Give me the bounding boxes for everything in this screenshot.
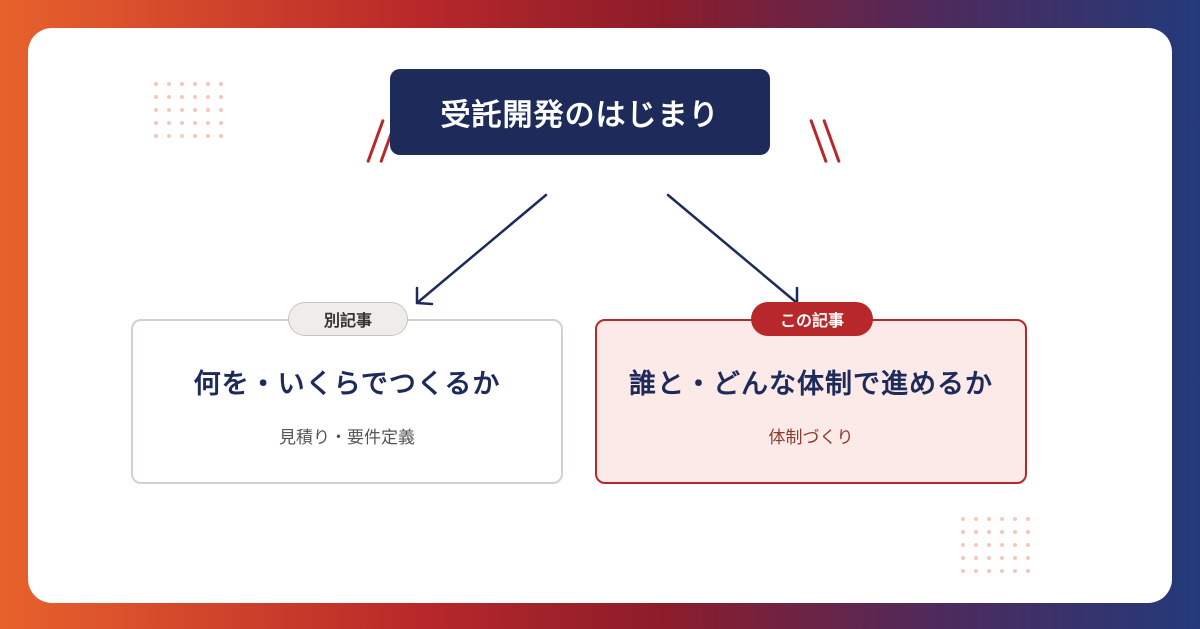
decorative-dot (154, 134, 158, 138)
decorative-dot (987, 543, 991, 547)
decorative-dot (219, 108, 223, 112)
decorative-dot (206, 108, 210, 112)
decorative-dot (167, 121, 171, 125)
decorative-dot (1000, 530, 1004, 534)
decorative-dot (1026, 569, 1030, 573)
decorative-dot (961, 543, 965, 547)
decorative-dot (1000, 543, 1004, 547)
decorative-dot (180, 134, 184, 138)
decorative-dot (193, 134, 197, 138)
decorative-dot (1013, 530, 1017, 534)
decorative-dot (1013, 569, 1017, 573)
decorative-dot (961, 517, 965, 521)
title-text: 受託開発のはじまり (440, 98, 720, 133)
decorative-dot (180, 95, 184, 99)
decorative-dot (167, 95, 171, 99)
decorative-dot (193, 121, 197, 125)
decorative-dot (154, 82, 158, 86)
decorative-dot (219, 82, 223, 86)
decorative-dot (1026, 517, 1030, 521)
decorative-dot (987, 556, 991, 560)
card-left-heading: 何を・いくらでつくるか (193, 368, 501, 400)
decorative-dot (987, 569, 991, 573)
decorative-dot (987, 517, 991, 521)
decorative-dot (167, 134, 171, 138)
decorative-dot (154, 121, 158, 125)
decorative-dot (1013, 517, 1017, 521)
title-box: 受託開発のはじまり (390, 69, 770, 155)
decorative-dot (1026, 530, 1030, 534)
card-other-article: 何を・いくらでつくるか 見積り・要件定義 (131, 319, 563, 484)
decorative-dot (154, 108, 158, 112)
decorative-dot (974, 569, 978, 573)
arrow-left-line (415, 193, 548, 305)
card-right-subheading: 体制づくり (768, 427, 854, 448)
decorative-dot (987, 530, 991, 534)
decorative-dot (167, 82, 171, 86)
decorative-dot (180, 121, 184, 125)
card-right-heading: 誰と・どんな体制で進めるか (629, 368, 993, 400)
decorative-dot (193, 82, 197, 86)
decorative-dot (193, 95, 197, 99)
decorative-dot (1013, 556, 1017, 560)
decorative-dot (961, 569, 965, 573)
decorative-dot (961, 530, 965, 534)
decorative-dot (193, 108, 197, 112)
card-this-article: 誰と・どんな体制で進めるか 体制づくり (595, 319, 1027, 484)
decorative-dot (167, 108, 171, 112)
decorative-dot (206, 121, 210, 125)
decorative-dot (1026, 556, 1030, 560)
decorative-dot (974, 530, 978, 534)
arrow-left-head (415, 286, 434, 306)
decorative-dot (1000, 569, 1004, 573)
decorative-dot (974, 556, 978, 560)
decorative-dot (1026, 543, 1030, 547)
decorative-dot (1000, 556, 1004, 560)
decorative-dot (961, 556, 965, 560)
decorative-dot (206, 95, 210, 99)
decorative-dot (206, 134, 210, 138)
arrow-right-line (666, 193, 799, 305)
decorative-dot (1013, 543, 1017, 547)
decorative-dot (180, 108, 184, 112)
decorative-dot (219, 134, 223, 138)
decorative-dot (219, 95, 223, 99)
decorative-dot (219, 121, 223, 125)
decorative-dot (154, 95, 158, 99)
card-left-subheading: 見積り・要件定義 (279, 427, 415, 448)
tag-other-article: 別記事 (288, 302, 408, 336)
decorative-dot (1000, 517, 1004, 521)
decorative-dot (180, 82, 184, 86)
tag-this-article: この記事 (751, 302, 873, 336)
decorative-dot (974, 543, 978, 547)
decorative-dot (206, 82, 210, 86)
decorative-dot (974, 517, 978, 521)
